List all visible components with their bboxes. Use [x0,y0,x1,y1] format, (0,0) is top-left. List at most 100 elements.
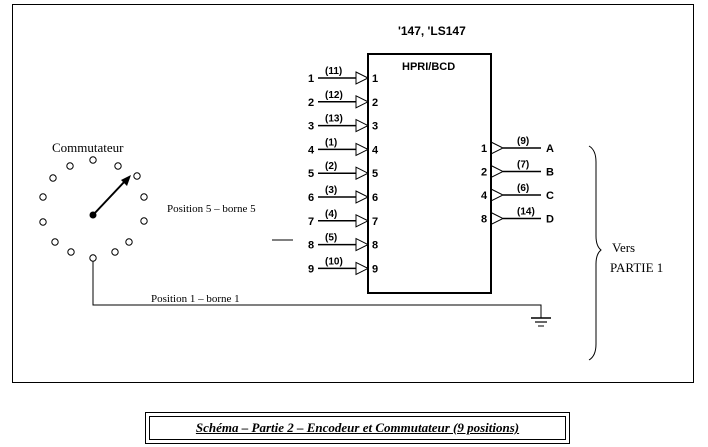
output-pin-d: 8 (14) D [481,207,554,226]
input-pin-6: 6 (3) 6 [308,185,378,204]
switch-contact [89,254,97,262]
switch-contact [39,193,47,201]
caption-box: Schéma – Partie 2 – Encodeur et Commutat… [145,412,570,444]
active-low-triangle-icon [355,237,370,252]
output-destination-line2: PARTIE 1 [610,260,663,275]
output-destination-line1: Vers [612,240,635,255]
ground-symbol-icon [531,317,551,327]
input-pin-5: 5 (2) 5 [308,161,378,180]
encoder-chip-body [367,53,492,294]
output-pin-number: (6) [517,183,529,194]
active-low-triangle-icon [490,211,505,226]
input-pin-9: 9 (10) 9 [308,256,378,275]
input-pin-number: (10) [325,256,343,267]
output-weight: 4 [481,190,488,202]
active-low-triangle-icon [355,261,370,276]
input-number: 6 [308,192,314,204]
output-pin-b: 2 (7) B [481,160,554,179]
active-low-triangle-icon [355,213,370,228]
switch-contact [125,238,133,246]
switch-wiper [92,179,127,216]
diagram-frame [12,4,694,383]
output-pin-number: (14) [517,207,535,218]
switch-contact [49,174,57,182]
output-label: B [546,167,554,179]
chip-part-numbers: '147, 'LS147 [398,24,466,38]
input-pin-number: (2) [325,161,337,172]
input-number: 7 [308,216,314,228]
output-label: A [546,143,554,155]
active-low-triangle-icon [490,141,505,155]
chip-input-pins: 1 (11) 1 2 (12) 2 3 (13) 3 4 (1) 4 5 (2) 5 6 (3) 6 7 (4) 7 8 (… [308,66,379,275]
switch-contact [39,218,47,226]
switch-contact [140,217,148,225]
input-pin-label: 1 [372,73,378,85]
input-number: 5 [308,168,314,180]
caption-inner-border [149,416,566,440]
input-pin-number: (13) [325,114,343,125]
input-pin-8: 8 (5) 8 [308,233,378,252]
input-pin-number: (12) [325,90,343,101]
active-low-triangle-icon [355,94,370,109]
switch-contacts [39,156,148,262]
input-pin-label: 5 [372,168,378,180]
chip-name: HPRI/BCD [402,61,455,73]
switch-contact [114,162,122,170]
input-pin-4: 4 (1) 4 [308,137,379,156]
input-number: 1 [308,73,314,85]
input-pin-number: (11) [325,66,342,77]
active-low-triangle-icon [355,71,370,85]
input-pin-label: 3 [372,121,378,133]
position1-label: Position 1 – borne 1 [151,293,240,305]
input-pin-2: 2 (12) 2 [308,90,378,109]
input-pin-3: 3 (13) 3 [308,114,378,133]
input-pin-number: (5) [325,233,337,244]
output-weight: 1 [481,143,487,155]
output-pin-a: 1 (9) A [481,136,554,155]
output-weight: 2 [481,167,487,179]
switch-title: Commutateur [52,140,124,155]
input-pin-7: 7 (4) 7 [308,209,378,228]
input-pin-label: 2 [372,97,378,109]
output-label: D [546,214,554,226]
switch-contact [67,248,75,256]
input-pin-label: 4 [372,144,379,156]
active-low-triangle-icon [355,190,370,204]
input-pin-label: 8 [372,240,378,252]
switch-contact [66,162,74,170]
switch-contact [51,238,59,246]
input-pin-1: 1 (11) 1 [308,66,378,85]
input-number: 4 [308,144,315,156]
output-brace [588,145,602,361]
input-pin-label: 9 [372,263,378,275]
output-label: C [546,190,554,202]
switch-contact [133,172,141,180]
switch-wiper-arrow-icon [121,175,131,186]
active-low-triangle-icon [355,142,370,157]
switch-contact [89,156,97,164]
input-number: 9 [308,263,314,275]
input-number: 2 [308,97,314,109]
input-number: 3 [308,121,314,133]
active-low-triangle-icon [490,188,505,202]
output-weight: 8 [481,214,487,226]
output-pin-number: (7) [517,160,529,171]
active-low-triangle-icon [490,164,505,179]
active-low-triangle-icon [355,166,370,181]
switch-contact [140,193,148,201]
chip-output-pins: 1 (9) A 2 (7) B 4 (6) C 8 (14) D [481,136,554,226]
output-pin-c: 4 (6) C [481,183,554,202]
input-pin-label: 6 [372,192,378,204]
input-pin-number: (1) [325,137,337,148]
input-pin-number: (3) [325,185,337,196]
output-pin-number: (9) [517,136,529,147]
active-low-triangle-icon [355,118,370,133]
input-pin-label: 7 [372,216,378,228]
ground-wire [92,261,542,318]
position5-label: Position 5 – borne 5 [167,203,256,215]
figure-caption: Schéma – Partie 2 – Encodeur et Commutat… [195,420,520,435]
switch-contact [111,248,119,256]
input-number: 8 [308,240,314,252]
input-pin-number: (4) [325,209,337,220]
